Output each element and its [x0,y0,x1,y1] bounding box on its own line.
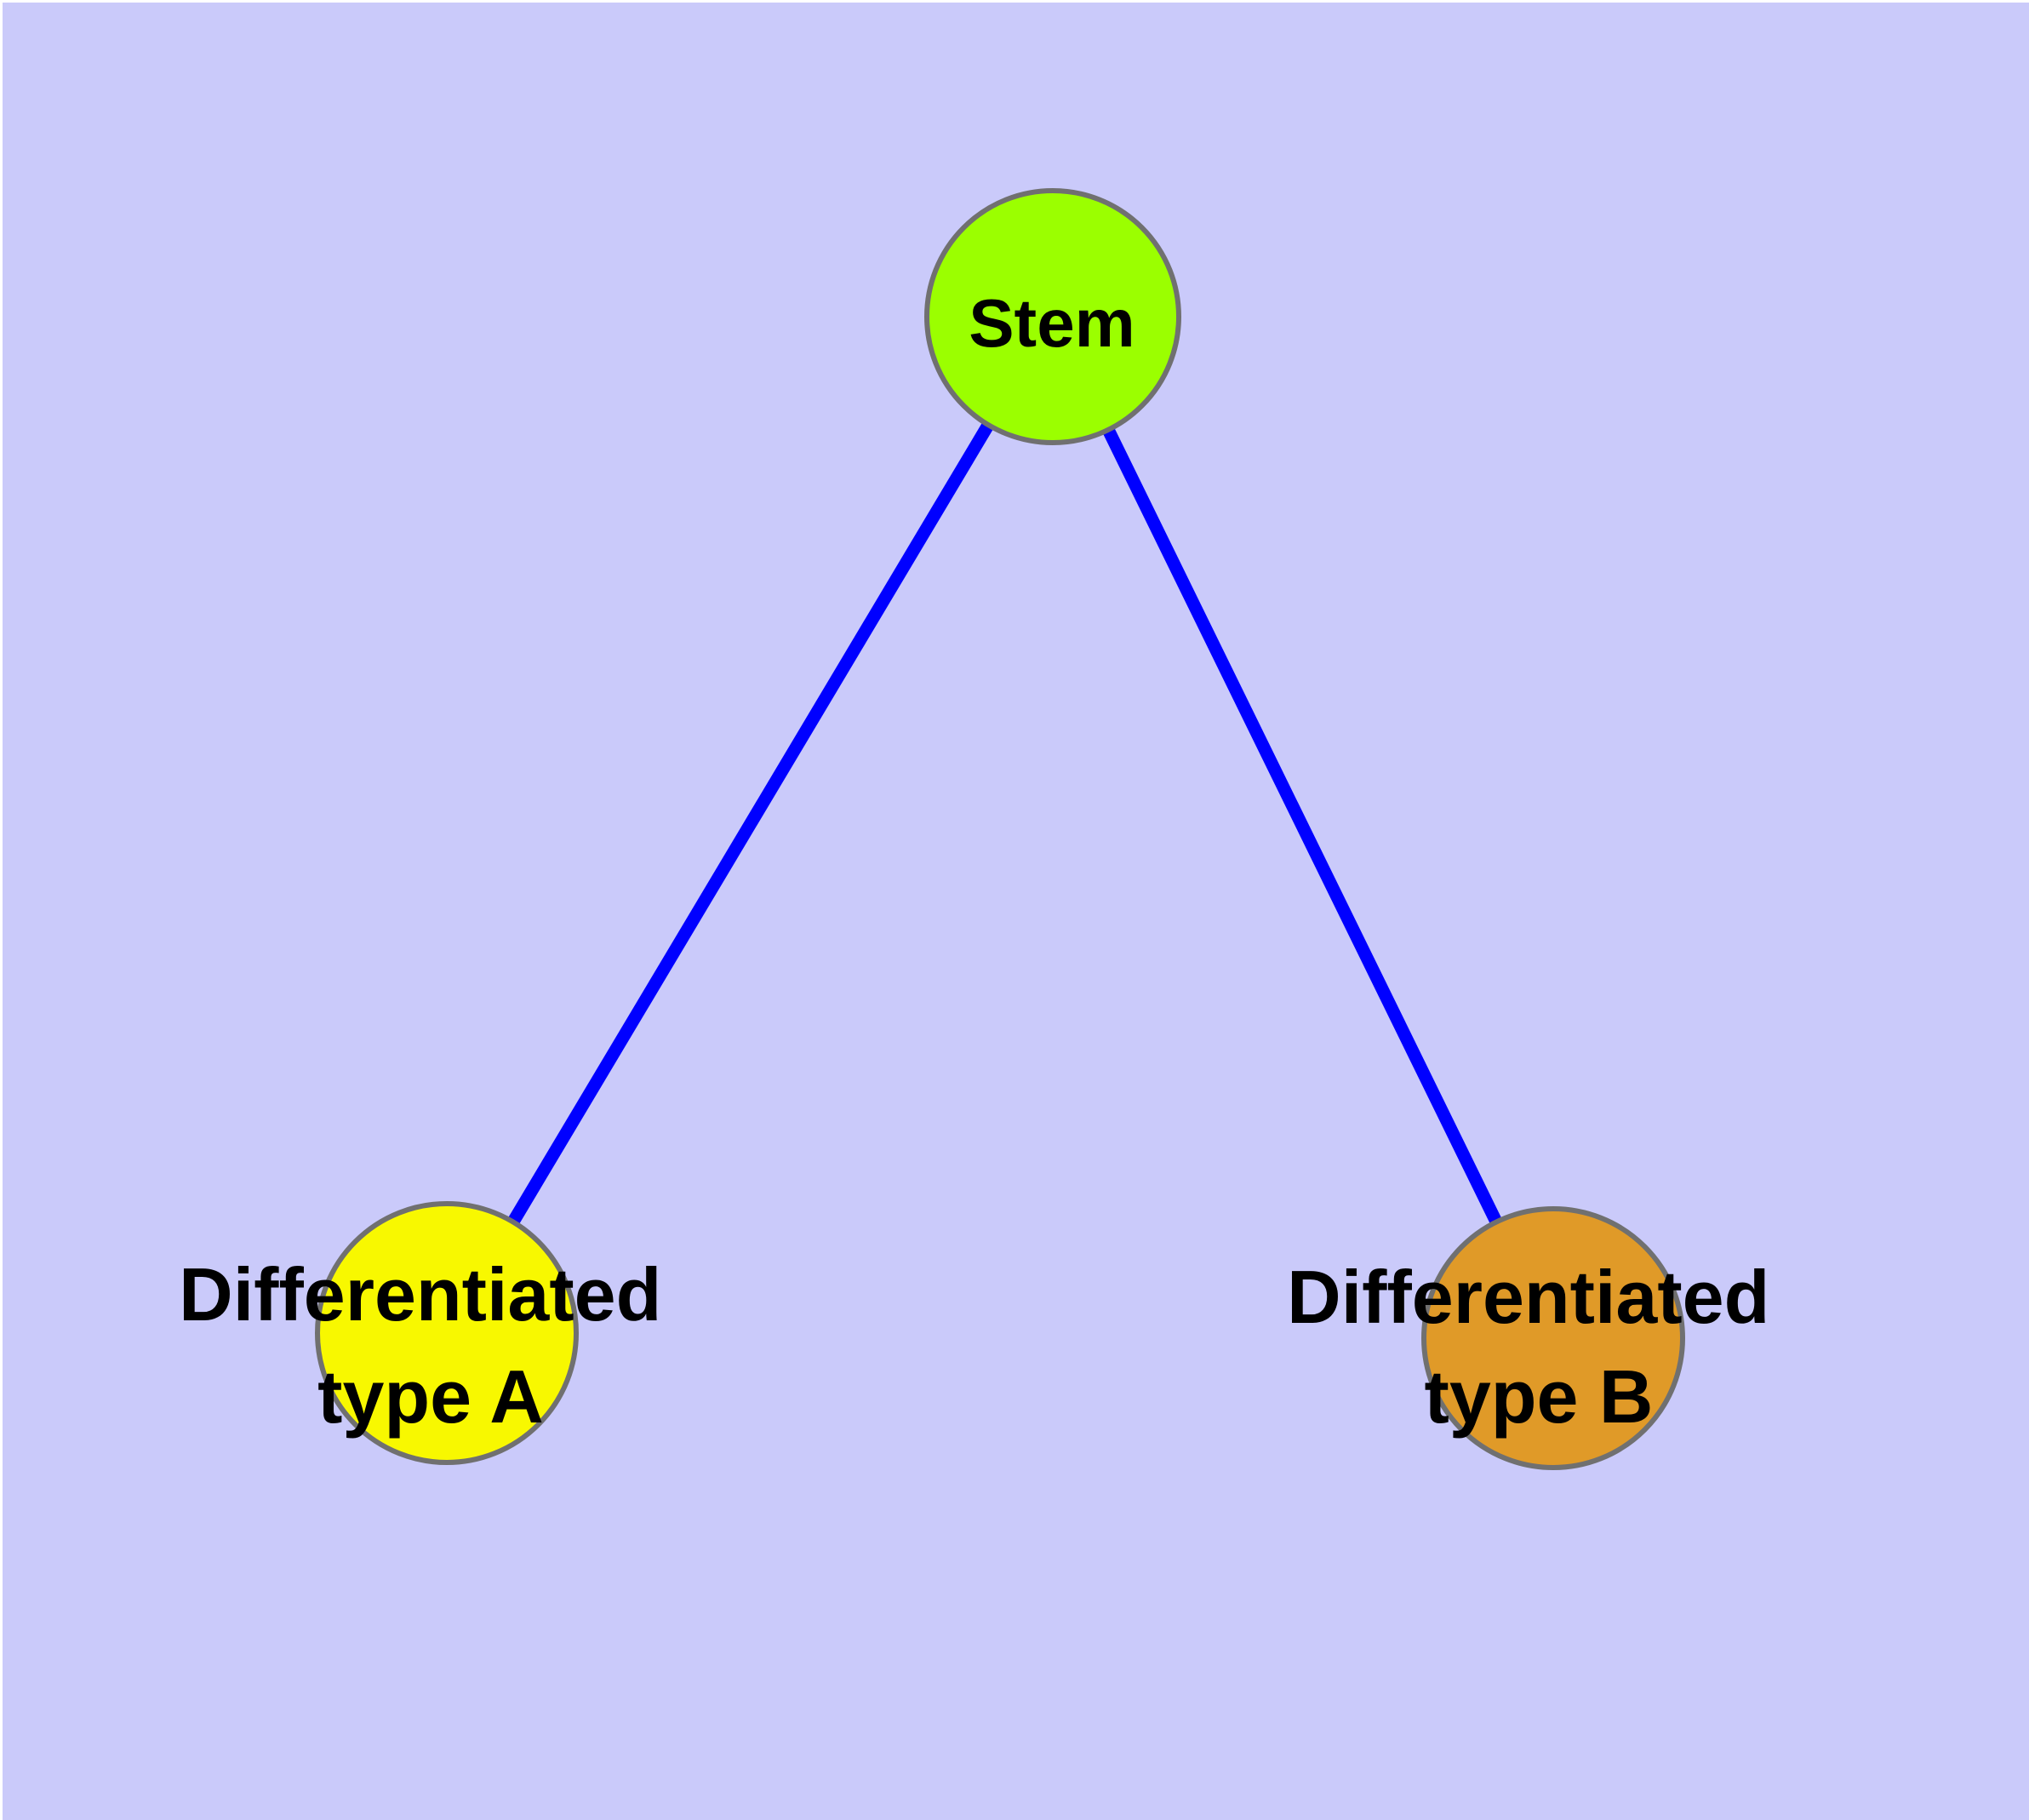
node-type-a-label-line2: type A [317,1354,544,1439]
node-type-a-label: Differentiated type A [179,1252,683,1439]
edge-stem-to-type-a [441,313,1059,1336]
node-type-b-label-line2: type B [1425,1354,1654,1439]
node-type-a-circle [315,1201,579,1465]
edge-stem-to-type-b [1047,313,1559,1342]
node-type-b-label-line1: Differentiated [1287,1255,1769,1339]
node-stem-circle [924,188,1181,445]
node-type-b-label: Differentiated type B [1287,1255,1791,1439]
node-type-b-circle [1421,1206,1685,1470]
node-type-a-label-line1: Differentiated [179,1252,661,1336]
node-stem-label: Stem [969,285,1135,361]
